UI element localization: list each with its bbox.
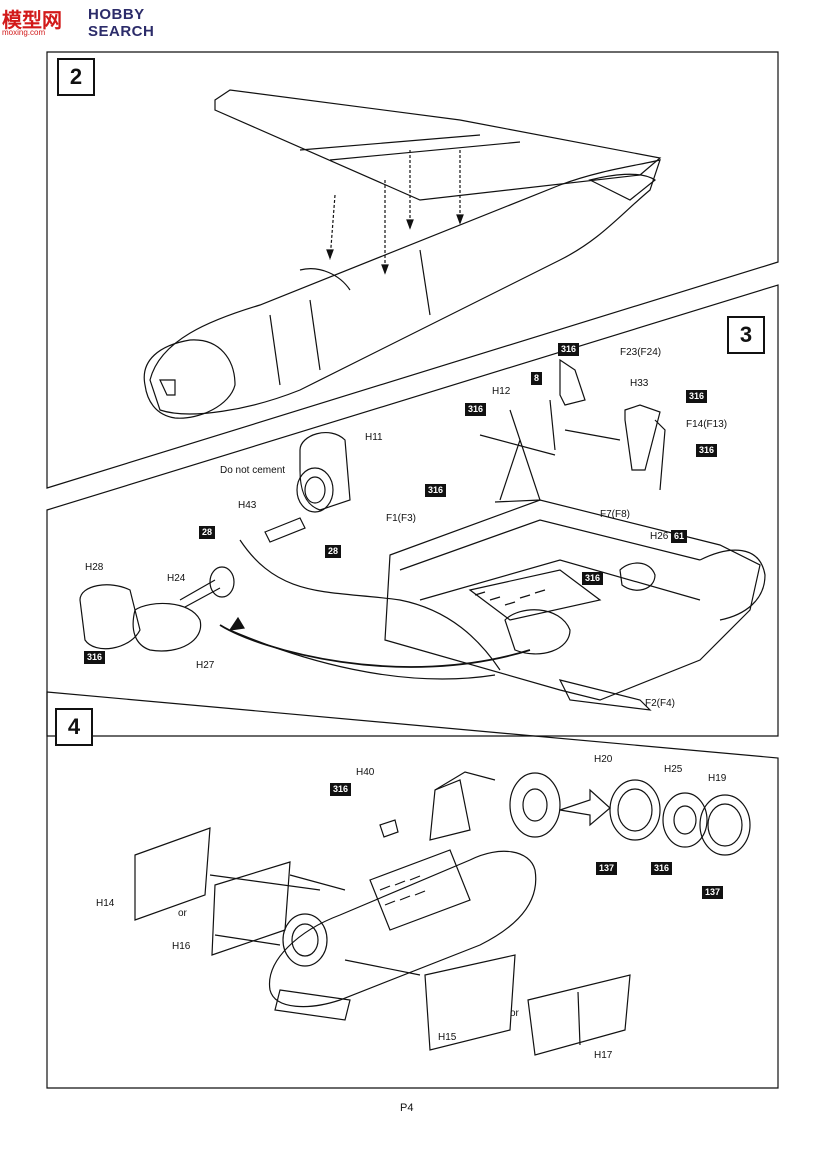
glue-code-badge: 316	[686, 390, 708, 403]
glue-code-badge: 316	[582, 572, 604, 585]
part-label: H25	[664, 764, 683, 775]
watermark-logo: 模型网	[2, 10, 62, 32]
glue-code-badge: 8	[531, 372, 543, 385]
part-label: H17	[594, 1050, 613, 1061]
glue-code-badge: 137	[596, 862, 618, 875]
nose-assembly	[269, 771, 561, 1021]
or-label: or	[178, 908, 187, 919]
glue-code-badge: 28	[199, 526, 216, 539]
part-label: F7(F8)	[600, 509, 630, 520]
cockpit-assembly	[384, 499, 766, 711]
or-label: or	[510, 1008, 519, 1019]
part-label: H28	[85, 562, 104, 573]
panel-step-3	[46, 284, 779, 737]
glue-code-badge: 316	[696, 444, 718, 457]
part-label: H27	[196, 660, 215, 671]
watermark-site: moxing.com	[2, 28, 46, 37]
part-label: H14	[96, 898, 115, 909]
glue-code-badge: 316	[330, 783, 352, 796]
step-number-4: 4	[55, 708, 93, 746]
panel-step-2	[46, 51, 779, 489]
glue-code-badge: 316	[558, 343, 580, 356]
part-label: H19	[708, 773, 727, 784]
glue-code-badge: 316	[465, 403, 487, 416]
part-label: H26	[650, 531, 669, 542]
glue-code-badge: 316	[84, 651, 106, 664]
panel-step-4	[46, 691, 779, 1089]
instruction-note: Do not cement	[220, 465, 286, 476]
step-number-3: 3	[727, 316, 765, 354]
part-label: H20	[594, 754, 613, 765]
part-label: H43	[238, 500, 257, 511]
part-label: H16	[172, 941, 191, 952]
part-label: H12	[492, 386, 511, 397]
glue-code-badge: 61	[671, 530, 688, 543]
glue-code-badge: 316	[651, 862, 673, 875]
part-label: H40	[356, 767, 375, 778]
step4-parts	[134, 779, 751, 1056]
part-label: H15	[438, 1032, 457, 1043]
glue-code-badge: 28	[325, 545, 342, 558]
glue-code-badge: 137	[702, 886, 724, 899]
step-number-2: 2	[57, 58, 95, 96]
fuselage-wing-assembly	[143, 89, 662, 419]
part-label: H24	[167, 573, 186, 584]
part-label: H11	[365, 432, 383, 443]
part-label: F14(F13)	[686, 419, 728, 430]
watermark: 模型网 HOBBY SEARCH moxing.com	[0, 0, 170, 40]
step3-parts	[79, 358, 666, 680]
page-number: P4	[400, 1102, 414, 1114]
watermark-text: HOBBY SEARCH	[88, 6, 155, 40]
glue-code-badge: 316	[425, 484, 447, 497]
part-label: F2(F4)	[645, 698, 675, 709]
part-label: F23(F24)	[620, 347, 662, 358]
part-label: H33	[630, 378, 649, 389]
part-label: F1(F3)	[386, 513, 416, 524]
